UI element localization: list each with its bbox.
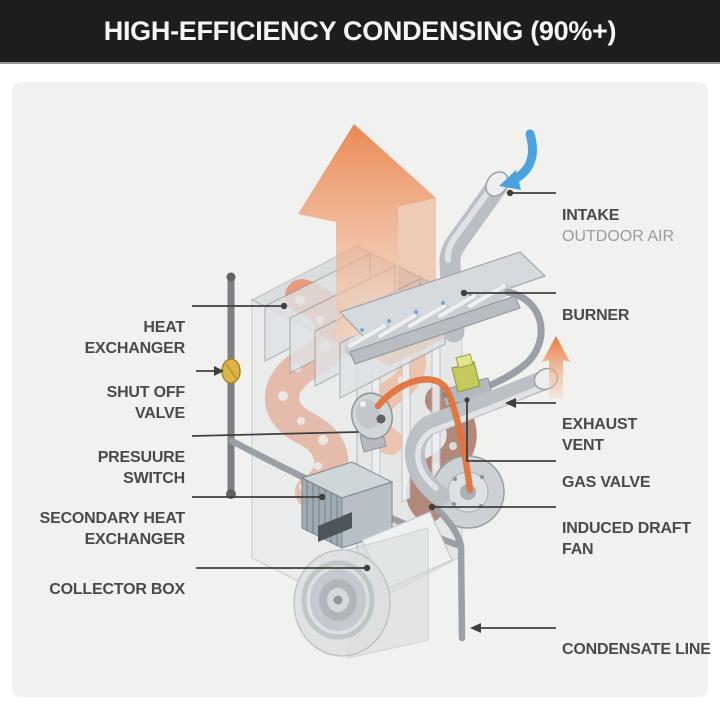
label-gas-valve: GAS VALVE <box>562 451 712 493</box>
label-exhaust-vent-text: EXHAUST VENT <box>562 416 638 454</box>
label-condensate-line-text: CONDENSATE LINE <box>562 641 711 658</box>
intake-pipe <box>439 171 509 343</box>
label-intake: INTAKE OUTDOOR AIR <box>562 184 712 268</box>
hot-air-flow-arrow <box>298 124 436 338</box>
label-intake-text: INTAKE <box>562 207 620 224</box>
exhaust-flow-arrow <box>542 336 570 398</box>
main-blower <box>293 527 429 659</box>
igniter-tube <box>374 376 474 494</box>
title-bar: HIGH-EFFICIENCY CONDENSING (90%+) <box>0 0 720 64</box>
label-secondary-heat-exchanger: SECONDARY HEAT EXCHANGER <box>30 487 186 550</box>
label-exhaust-vent: EXHAUST VENT <box>562 393 712 456</box>
label-collector-box: COLLECTOR BOX <box>30 558 185 600</box>
label-secondary-heat-exchanger-text: SECONDARY HEAT EXCHANGER <box>39 510 186 548</box>
page-title: HIGH-EFFICIENCY CONDENSING (90%+) <box>103 15 617 46</box>
label-heat-exchanger-text: HEAT EXCHANGER <box>84 319 186 357</box>
label-shut-off-valve: SHUT OFF VALVE <box>30 361 186 424</box>
label-induced-draft-fan-text: INDUCED DRAFT FAN <box>562 520 691 558</box>
label-induced-draft-fan: INDUCED DRAFT FAN <box>562 497 712 560</box>
label-burner: BURNER <box>562 284 712 326</box>
label-pressure-switch-text: PRESUURE SWITCH <box>97 449 186 487</box>
label-heat-exchanger: HEAT EXCHANGER <box>30 296 186 359</box>
burner-manifold-pipe <box>480 288 545 392</box>
condensate-pipe <box>432 504 466 642</box>
label-burner-text: BURNER <box>562 307 630 324</box>
burner-assembly <box>338 251 547 392</box>
label-collector-box-text: COLLECTOR BOX <box>49 581 185 598</box>
label-shut-off-valve-text: SHUT OFF VALVE <box>106 384 186 422</box>
label-intake-subtitle: OUTDOOR AIR <box>562 228 675 245</box>
label-pressure-switch: PRESUURE SWITCH <box>30 426 186 489</box>
label-condensate-line: CONDENSATE LINE <box>562 618 712 660</box>
callout-lines <box>191 189 556 633</box>
label-gas-valve-text: GAS VALVE <box>562 474 651 491</box>
intake-air-arrow <box>499 129 538 190</box>
